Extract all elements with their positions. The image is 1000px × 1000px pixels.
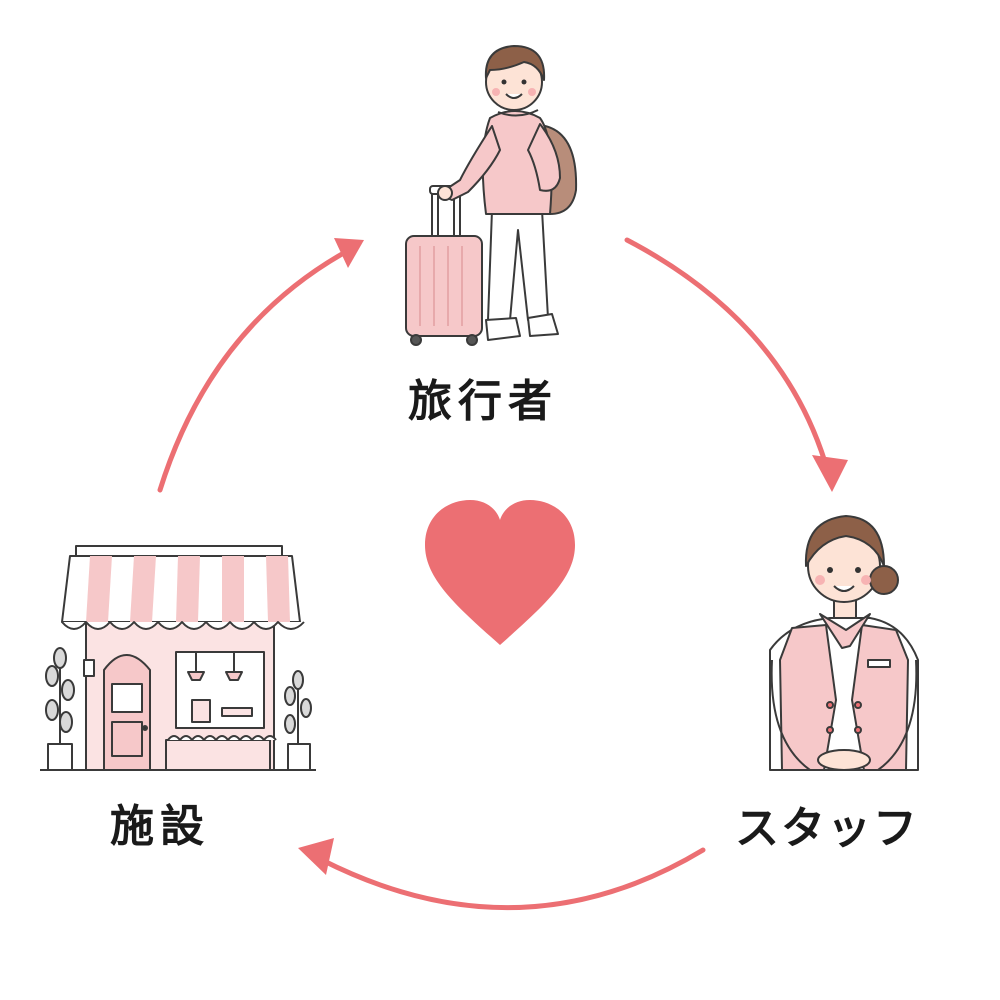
cycle-arrows [157, 237, 848, 911]
arrow-facility-to-traveler [157, 251, 345, 493]
arrow-head-facility [298, 838, 334, 875]
arrow-head-staff [812, 455, 848, 492]
arrow-staff-to-facility [319, 847, 706, 911]
arrow-traveler-to-staff [624, 237, 828, 465]
shop-building-icon [40, 545, 316, 771]
arrow-head-traveler [334, 238, 364, 268]
traveler-with-suitcase-icon [405, 45, 578, 346]
traveler-label: 旅行者 [408, 376, 558, 427]
staff-woman-icon [769, 515, 919, 771]
heart-icon [425, 500, 575, 645]
staff-label: スタッフ [735, 803, 919, 854]
facility-label: 施設 [110, 801, 210, 852]
